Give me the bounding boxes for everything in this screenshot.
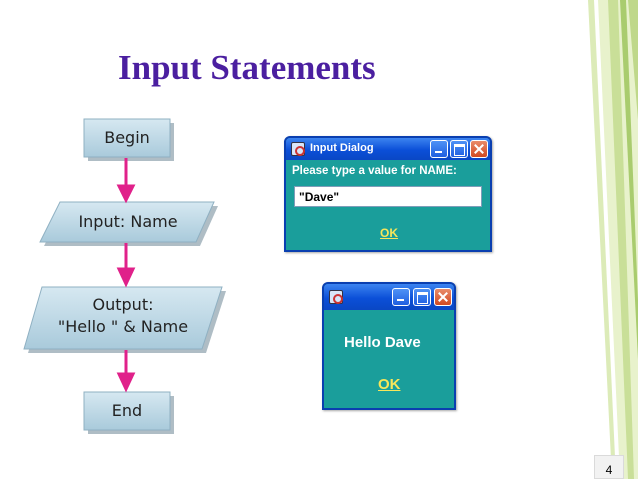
message-dialog-titlebar[interactable] <box>324 284 454 310</box>
arrowhead-input-to-output <box>116 267 136 288</box>
name-input-field[interactable] <box>294 186 482 207</box>
message-dialog-ok-button[interactable]: OK <box>378 376 401 393</box>
begin-shape <box>83 118 171 158</box>
java-app-icon <box>329 290 343 304</box>
flow-output-label-line1: Output: <box>92 295 154 314</box>
input-dialog-window: Input Dialog Please type a value for NAM… <box>284 136 492 252</box>
page-number-box <box>594 455 624 479</box>
maximize-icon[interactable] <box>413 288 431 306</box>
minimize-icon[interactable] <box>392 288 410 306</box>
page-number: 4 <box>605 463 613 477</box>
flow-begin-label: Begin <box>104 128 150 147</box>
input-dialog-titlebar[interactable]: Input Dialog <box>286 138 490 160</box>
flow-input-label: Input: Name <box>78 212 178 231</box>
java-app-icon <box>291 142 305 156</box>
input-prompt-label: Please type a value for NAME: <box>292 165 457 177</box>
flow-end-label: End <box>111 401 143 420</box>
input-dialog-title: Input Dialog <box>310 142 374 154</box>
flowchart: Begin Input: Name Output: "Hello " & Nam… <box>0 0 260 479</box>
close-icon[interactable] <box>470 140 488 158</box>
message-dialog-window: Hello Dave OK <box>322 282 456 410</box>
arrowhead-begin-to-input <box>116 184 136 204</box>
maximize-icon[interactable] <box>450 140 468 158</box>
hello-message-text: Hello Dave <box>344 334 421 351</box>
end-shape <box>83 391 171 431</box>
close-icon[interactable] <box>434 288 452 306</box>
minimize-icon[interactable] <box>430 140 448 158</box>
output-parallelogram <box>23 286 223 350</box>
input-parallelogram <box>39 201 215 243</box>
flowchart-graphic <box>23 118 226 434</box>
decorative-side-streaks <box>568 0 638 479</box>
arrowhead-output-to-end <box>116 372 136 393</box>
flow-output-label-line2: "Hello " & Name <box>57 317 189 336</box>
slide-title: Input Statements <box>118 48 376 87</box>
input-dialog-ok-button[interactable]: OK <box>380 226 398 240</box>
